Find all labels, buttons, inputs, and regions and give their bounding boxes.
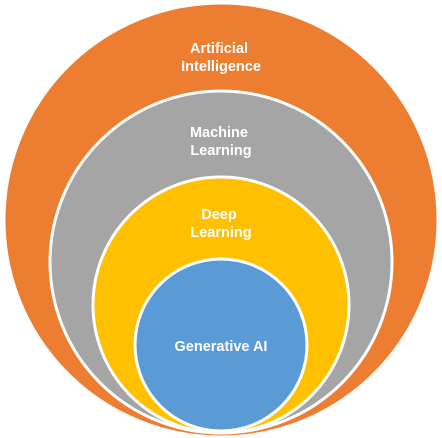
- label-deep-learning-line-2: Learning: [190, 225, 251, 241]
- label-deep-learning: Deep Learning: [190, 207, 251, 241]
- label-artificial-intelligence-line-2: Intelligence: [181, 59, 261, 75]
- label-artificial-intelligence-line-1: Artificial: [190, 41, 248, 57]
- label-generative-ai: Generative AI: [175, 339, 268, 355]
- label-generative-ai-line-1: Generative AI: [175, 339, 268, 355]
- label-deep-learning-line-1: Deep: [201, 207, 237, 223]
- label-machine-learning-line-1: Machine: [190, 125, 248, 141]
- label-machine-learning-line-2: Learning: [190, 143, 251, 159]
- label-machine-learning: Machine Learning: [190, 125, 252, 159]
- label-artificial-intelligence: Artificial Intelligence: [181, 41, 261, 75]
- circle-generative-ai: [133, 257, 309, 433]
